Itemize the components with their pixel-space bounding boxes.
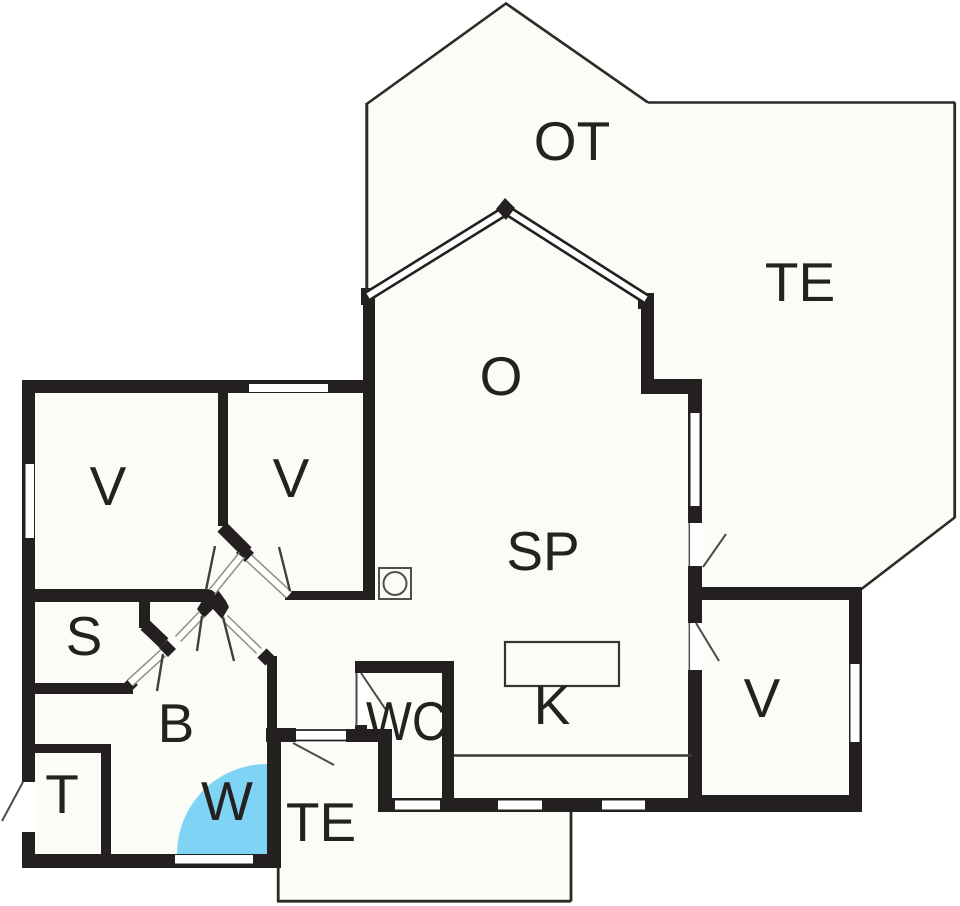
svg-text:T: T <box>45 763 79 825</box>
svg-text:V: V <box>273 447 310 509</box>
svg-text:TE: TE <box>765 251 835 313</box>
svg-text:W: W <box>201 770 253 832</box>
svg-text:V: V <box>744 667 781 729</box>
svg-text:TE: TE <box>286 791 356 853</box>
svg-text:B: B <box>158 692 195 754</box>
svg-text:OT: OT <box>534 110 610 172</box>
svg-text:S: S <box>66 605 103 667</box>
svg-text:SP: SP <box>506 520 579 582</box>
svg-text:WC: WC <box>366 690 447 752</box>
svg-text:K: K <box>534 674 571 736</box>
svg-text:V: V <box>90 455 127 517</box>
svg-text:O: O <box>480 345 523 407</box>
